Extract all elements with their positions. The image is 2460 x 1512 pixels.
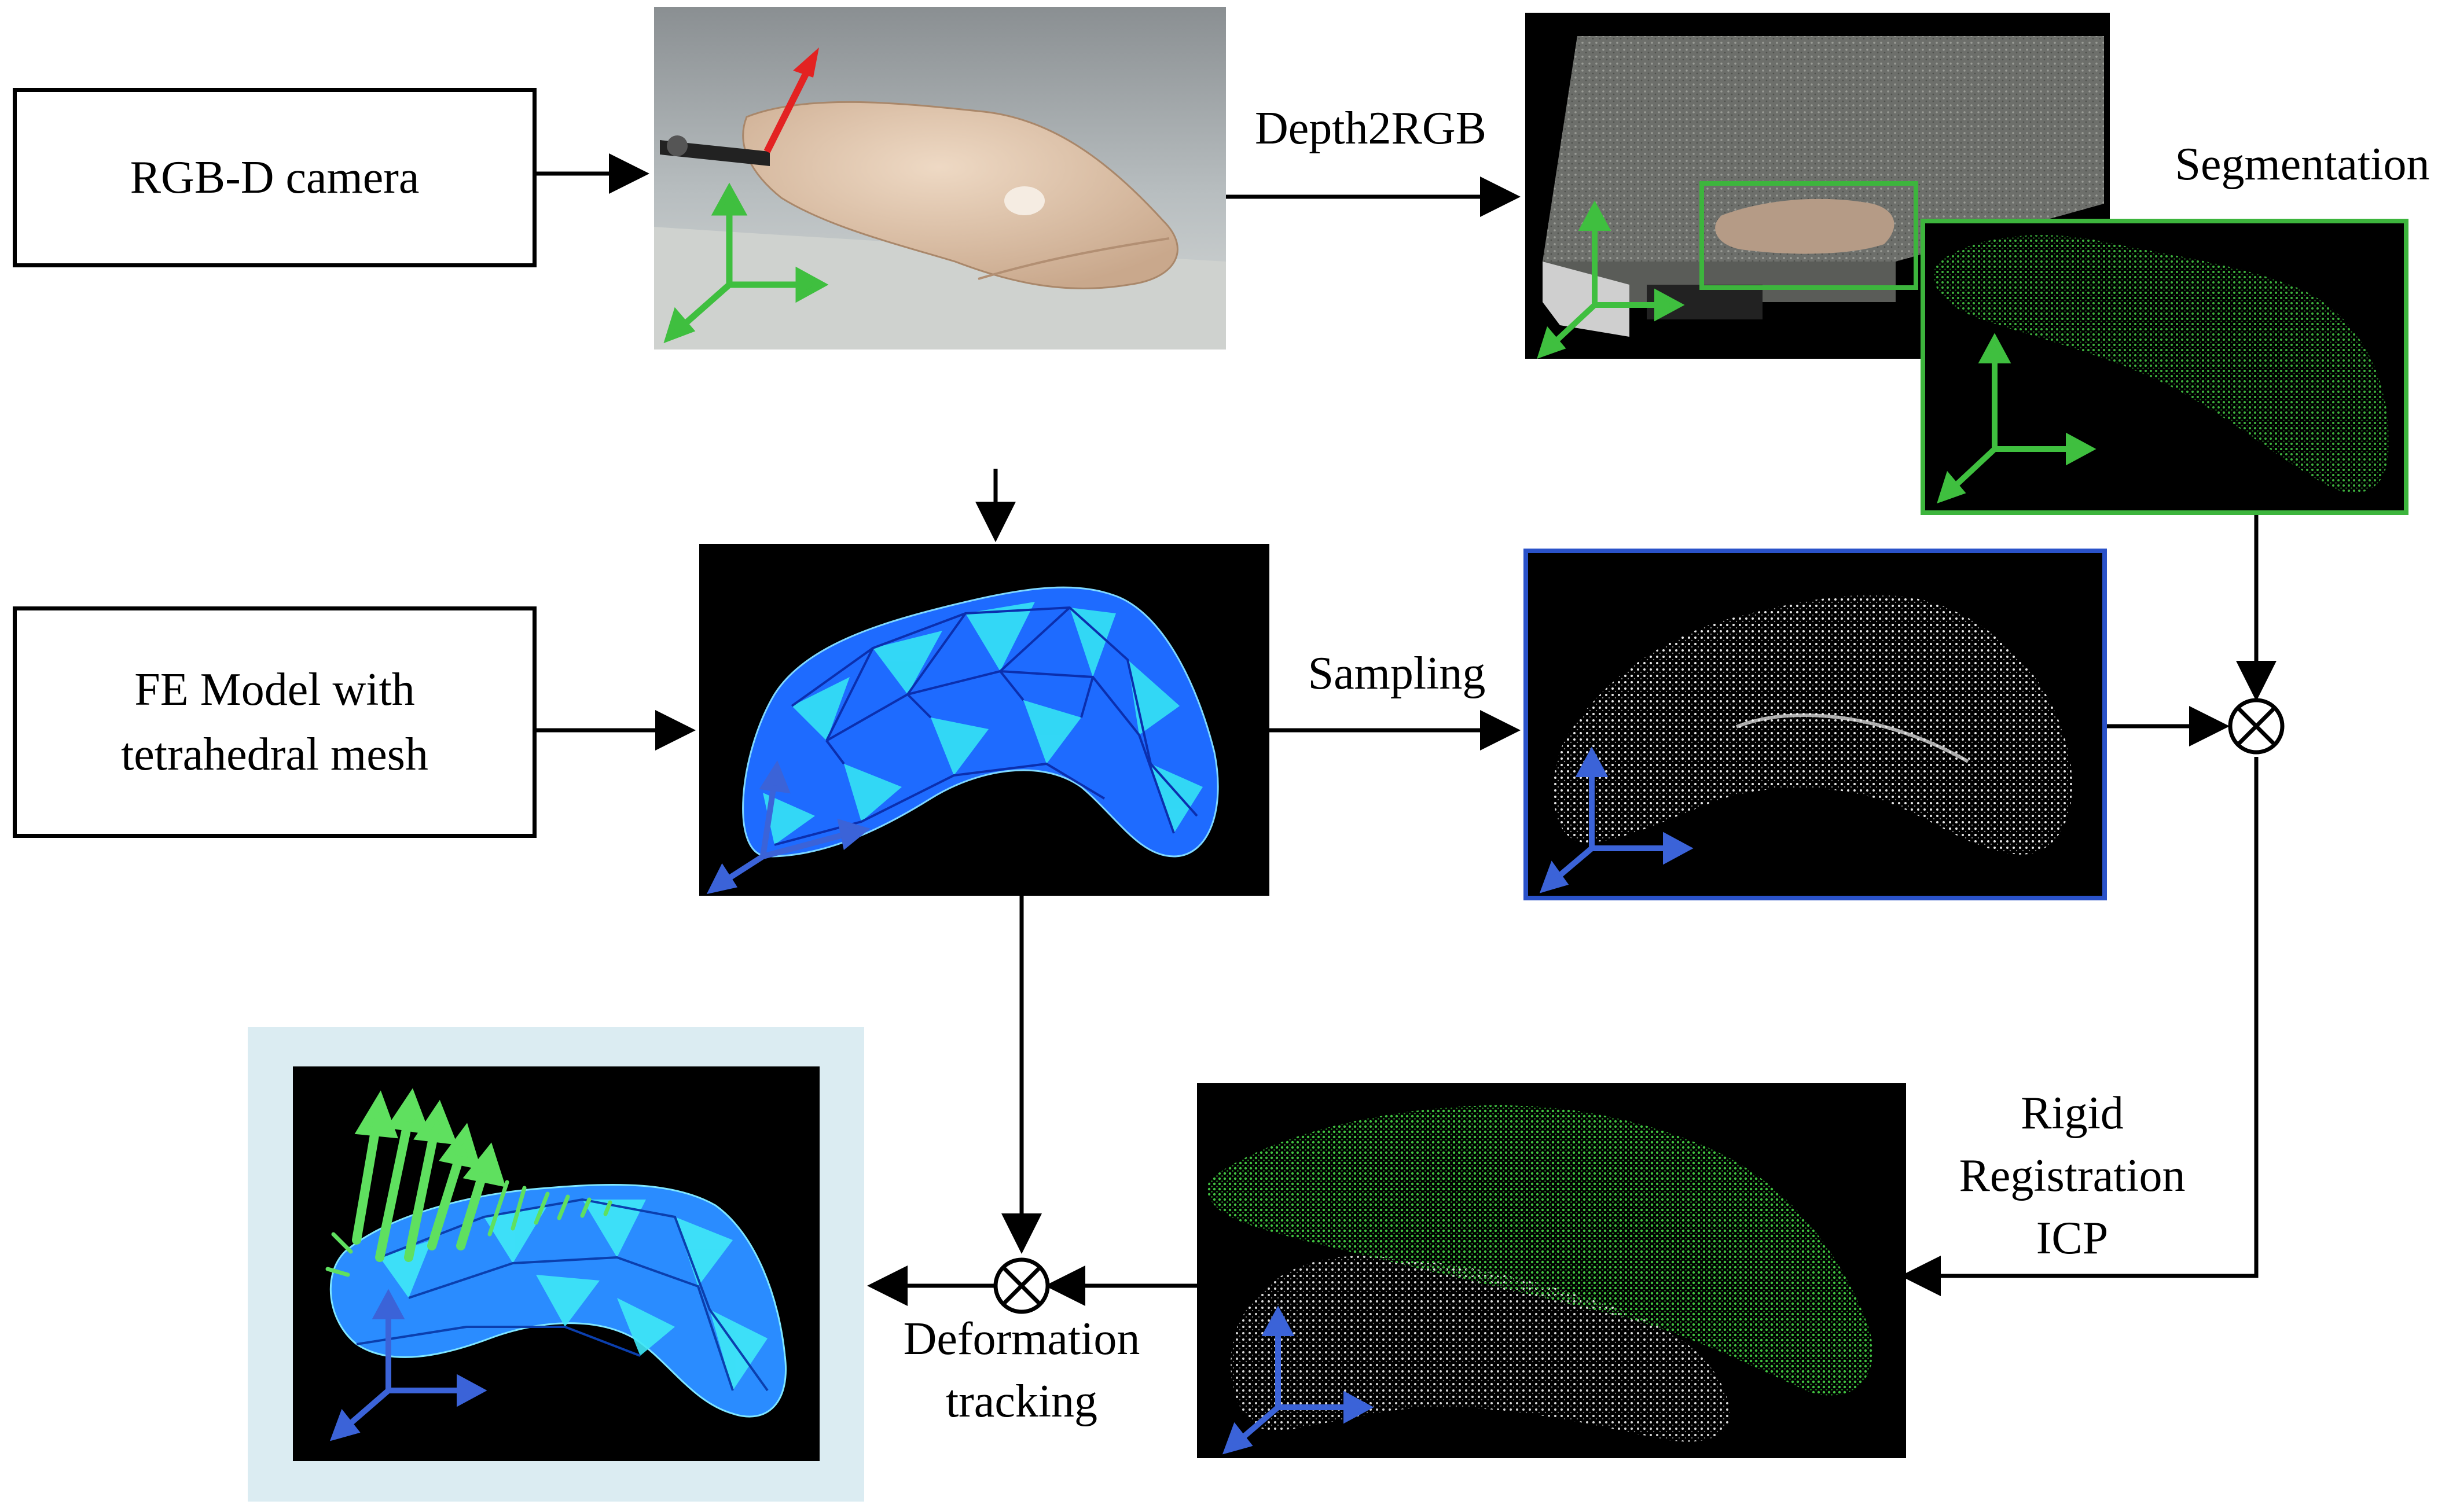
depth-point-cloud-icon (1525, 13, 2110, 359)
segmented-cloud-panel (1921, 219, 2408, 515)
deform-label-line2: tracking (945, 1376, 1098, 1427)
white-point-cloud-icon (1528, 553, 2102, 896)
camera-photo-panel (654, 7, 1226, 350)
arrow-icp-to-registered (1900, 757, 2259, 1296)
rigid-registration-label: Rigid Registration ICP (1910, 1082, 2234, 1270)
fe-model-box: FE Model with tetrahedral mesh (13, 606, 537, 838)
green-point-cloud-icon (1925, 223, 2404, 510)
sampling-label: Sampling (1308, 648, 1486, 699)
depth-scene-panel (1525, 13, 2110, 359)
depth2rgb-label: Depth2RGB (1255, 103, 1486, 154)
tetrahedral-mesh-icon (699, 544, 1269, 896)
fe-mesh-panel (699, 544, 1269, 896)
segmentation-label: Segmentation (2175, 139, 2430, 190)
deform-label-line1: Deformation (903, 1314, 1140, 1364)
sampled-cloud-panel (1523, 549, 2107, 900)
liver-phantom-photo-icon (654, 7, 1226, 350)
rigid-label-line3: ICP (2036, 1213, 2109, 1264)
fe-model-label-line2: tetrahedral mesh (121, 729, 428, 780)
rgbd-camera-box: RGB-D camera (13, 88, 537, 267)
deformation-vectors-icon (293, 1066, 820, 1461)
fe-model-label-line1: FE Model with (134, 664, 415, 715)
rgbd-camera-label: RGB-D camera (130, 152, 420, 203)
deformation-result-frame (248, 1027, 864, 1502)
rigid-label-line1: Rigid (2021, 1088, 2124, 1139)
deformation-result-panel (293, 1066, 820, 1461)
deformation-tracking-label: Deformation tracking (862, 1308, 1181, 1433)
registered-clouds-panel (1197, 1083, 1906, 1458)
overlaid-point-clouds-icon (1197, 1083, 1906, 1458)
rigid-label-line2: Registration (1959, 1150, 2186, 1201)
